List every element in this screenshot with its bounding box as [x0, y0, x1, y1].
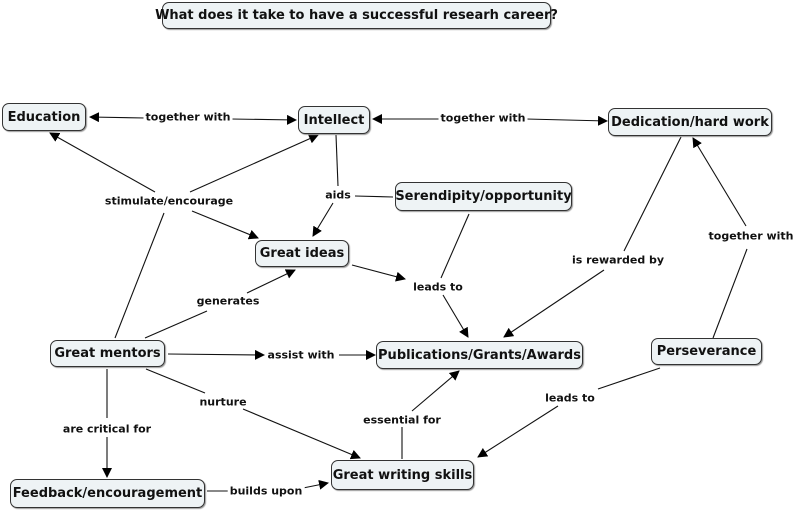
edge-essential-publications: [411, 370, 460, 412]
edge-serendipity-leadsto: [440, 213, 470, 279]
link-label-leads-to-1: leads to: [411, 280, 465, 294]
edge-stimulate-ideas: [191, 210, 259, 240]
edge-mentors-assist: [167, 349, 265, 360]
link-label-stimulate-encourage: stimulate/encourage: [102, 194, 236, 208]
link-label-together-with-2: together with: [438, 111, 528, 125]
node-perseverance[interactable]: Perseverance: [651, 338, 762, 365]
node-great-mentors[interactable]: Great mentors: [50, 340, 165, 367]
node-intellect[interactable]: Intellect: [298, 106, 370, 134]
link-label-together-with-3: together with: [706, 229, 794, 243]
edge-together-dedication: [525, 115, 608, 126]
edge-nurture-writing: [242, 408, 361, 460]
node-dedication[interactable]: Dedication/hard work: [608, 108, 772, 136]
edge-stimulate-intellect: [189, 134, 319, 193]
edge-serendipity-aids: [354, 195, 394, 198]
edge-mentors-stimulate: [114, 212, 165, 339]
edge-leadsto-writing: [477, 405, 559, 458]
node-great-ideas[interactable]: Great ideas: [255, 240, 349, 267]
link-label-is-rewarded-by: is rewarded by: [569, 253, 667, 267]
link-label-assist-with: assist with: [265, 348, 337, 362]
edge-perseverance-leadsto: [597, 367, 661, 390]
edge-aids-ideas: [312, 202, 334, 237]
node-education[interactable]: Education: [2, 103, 86, 131]
edge-dedication-rewarded: [623, 136, 682, 252]
link-label-generates: generates: [194, 294, 262, 308]
node-publications[interactable]: Publications/Grants/Awards: [376, 341, 583, 369]
edge-stimulate-education: [49, 132, 156, 193]
node-serendipity[interactable]: Serendipity/opportunity: [395, 182, 572, 211]
edge-together-dedication-2: [692, 137, 747, 227]
edge-together-intellect: [230, 114, 297, 125]
edge-ideas-leadsto: [351, 264, 406, 282]
link-label-builds-upon: builds upon: [227, 484, 305, 498]
link-label-nurture: nurture: [197, 395, 249, 409]
title-node[interactable]: What does it take to have a successful r…: [155, 2, 558, 29]
link-label-leads-to-2: leads to: [543, 391, 597, 405]
edge-rewarded-publications: [503, 269, 605, 338]
node-feedback[interactable]: Feedback/encouragement: [10, 479, 205, 508]
edge-mentors-generates: [144, 310, 208, 339]
edge-intellect-aids: [335, 134, 339, 187]
edge-mentors-nurture: [145, 368, 206, 394]
link-label-together-with-1: together with: [143, 110, 233, 124]
edge-education-together: [89, 112, 146, 123]
edge-generates-ideas: [246, 269, 296, 294]
link-label-aids: aids: [323, 188, 353, 202]
node-writing[interactable]: Great writing skills: [331, 460, 474, 490]
edge-perseverance-together: [712, 248, 748, 339]
link-label-essential-for: essential for: [361, 413, 443, 427]
edge-builds-writing: [302, 479, 329, 490]
link-label-are-critical-for: are critical for: [60, 422, 154, 436]
edge-leadsto-publications: [442, 294, 469, 338]
